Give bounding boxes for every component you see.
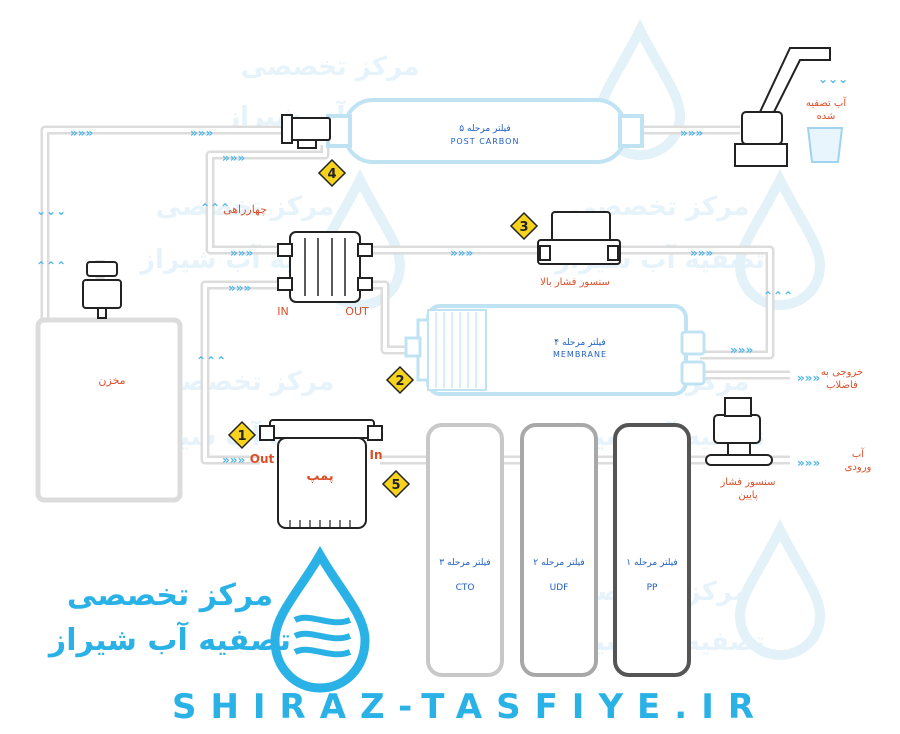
brand-logo: مرکز تخصصی تصفیه آب شیراز SHIRAZ-TASFIYE…	[47, 545, 768, 727]
svg-text:5: 5	[391, 478, 400, 493]
badge-2: 2	[385, 365, 415, 395]
flow-arrows: »»» »»» »»» »»» »»» »»» »»» »»» »»» »»» …	[36, 72, 848, 470]
svg-text:1: 1	[237, 429, 246, 444]
svg-text:2: 2	[395, 374, 404, 389]
tank-valve-icon	[82, 261, 122, 319]
faucet-icon	[734, 47, 831, 167]
stage3-subtitle: CTO	[456, 583, 475, 593]
svg-text:4: 4	[327, 167, 336, 182]
flow-arrow-right: »»»	[230, 246, 253, 260]
pump-label: پمپ	[306, 469, 333, 484]
four-way-valve	[277, 231, 373, 303]
flow-arrow-down: ⌄⌄⌄	[36, 204, 66, 218]
tee-fitting-icon	[281, 114, 331, 149]
badge-4: 4	[317, 158, 347, 188]
stage2-title: فیلتر مرحله ۲	[533, 558, 584, 568]
four-way-label: چهارراهی	[223, 203, 267, 216]
pump: پمپ	[259, 419, 383, 529]
glass-icon	[806, 127, 844, 163]
flow-arrow-up: ⌃⌃⌃	[196, 354, 226, 368]
badge-3: 3	[509, 211, 539, 241]
svg-text:مرکز تخصصی: مرکز تخصصی	[156, 192, 335, 222]
stage2-subtitle: UDF	[550, 583, 569, 593]
four-way-out-label: OUT	[345, 305, 369, 318]
stage4-subtitle: MEMBRANE	[553, 350, 607, 359]
flow-arrow-right: »»»	[680, 126, 703, 140]
tank-label: مخزن	[98, 374, 125, 387]
storage-tank: مخزن	[35, 261, 183, 503]
stage3-title: فیلتر مرحله ۳	[439, 558, 490, 568]
stage2-filter: فیلتر مرحله ۲ UDF	[520, 423, 598, 677]
svg-text:3: 3	[519, 220, 528, 235]
flow-arrow-down: ⌄⌄⌄	[818, 72, 848, 86]
flow-arrow-right: »»»	[730, 343, 753, 357]
stage1-title: فیلتر مرحله ۱	[626, 558, 677, 568]
flow-arrow-right: »»»	[190, 126, 213, 140]
purified-label-1: آب تصفیه	[806, 96, 847, 109]
flow-arrow-left: »»»	[222, 453, 245, 467]
pump-out-label: Out	[250, 452, 275, 466]
high-pressure-label: سنسور فشار بالا	[540, 277, 610, 288]
badge-5: 5	[381, 469, 411, 499]
low-pressure-label-1: سنسور فشار	[719, 477, 775, 488]
drain-label-1: خروجی به	[821, 367, 863, 378]
svg-text:مرکز تخصصی: مرکز تخصصی	[156, 367, 335, 397]
stage5-title: فیلتر مرحله ۵	[459, 124, 510, 134]
flow-arrow-left: »»»	[450, 246, 473, 260]
flow-arrow-right: »»»	[70, 126, 93, 140]
flow-arrow-left: »»»	[228, 281, 251, 295]
stage3-filter: فیلتر مرحله ۳ CTO	[426, 423, 504, 677]
drain-label-2: فاضلاب	[826, 380, 858, 391]
pump-in-label: In	[369, 448, 382, 462]
flow-arrow-left: »»»	[690, 246, 713, 260]
low-pressure-label-2: پایین	[738, 490, 757, 501]
badge-1: 1	[227, 420, 257, 450]
flow-arrow-up: ⌃⌃⌃	[763, 289, 793, 303]
inlet-label-1: آب	[852, 447, 865, 460]
purified-label-2: شده	[817, 111, 836, 122]
four-way-in-label: IN	[277, 305, 288, 318]
stage5-subtitle: POST CARBON	[451, 137, 520, 146]
brand-line-2: تصفیه آب شیراز	[47, 621, 291, 658]
membrane-housing: فیلتر مرحله ۴ MEMBRANE	[404, 304, 706, 396]
flow-arrow-left: »»»	[797, 456, 820, 470]
post-carbon-filter: فیلتر مرحله ۵ POST CARBON	[326, 98, 644, 164]
svg-text:مرکز تخصصی: مرکز تخصصی	[241, 52, 420, 82]
flow-arrow-up: ⌃⌃⌃	[36, 259, 66, 273]
brand-website: SHIRAZ-TASFIYE.IR	[172, 687, 768, 727]
flow-arrow-up: ⌃⌃⌃	[200, 201, 230, 215]
stage4-title: فیلتر مرحله ۴	[554, 338, 605, 348]
flow-arrow-right: »»»	[797, 371, 820, 385]
stage1-filter: فیلتر مرحله ۱ PP	[613, 423, 691, 677]
inlet-label-2: ورودی	[845, 462, 872, 473]
water-drop-logo-icon	[270, 545, 370, 693]
high-pressure-switch	[537, 211, 621, 265]
brand-line-1: مرکز تخصصی	[67, 578, 273, 613]
stage1-subtitle: PP	[647, 583, 658, 593]
flow-arrow-right: »»»	[222, 151, 245, 165]
low-pressure-switch	[705, 397, 773, 466]
